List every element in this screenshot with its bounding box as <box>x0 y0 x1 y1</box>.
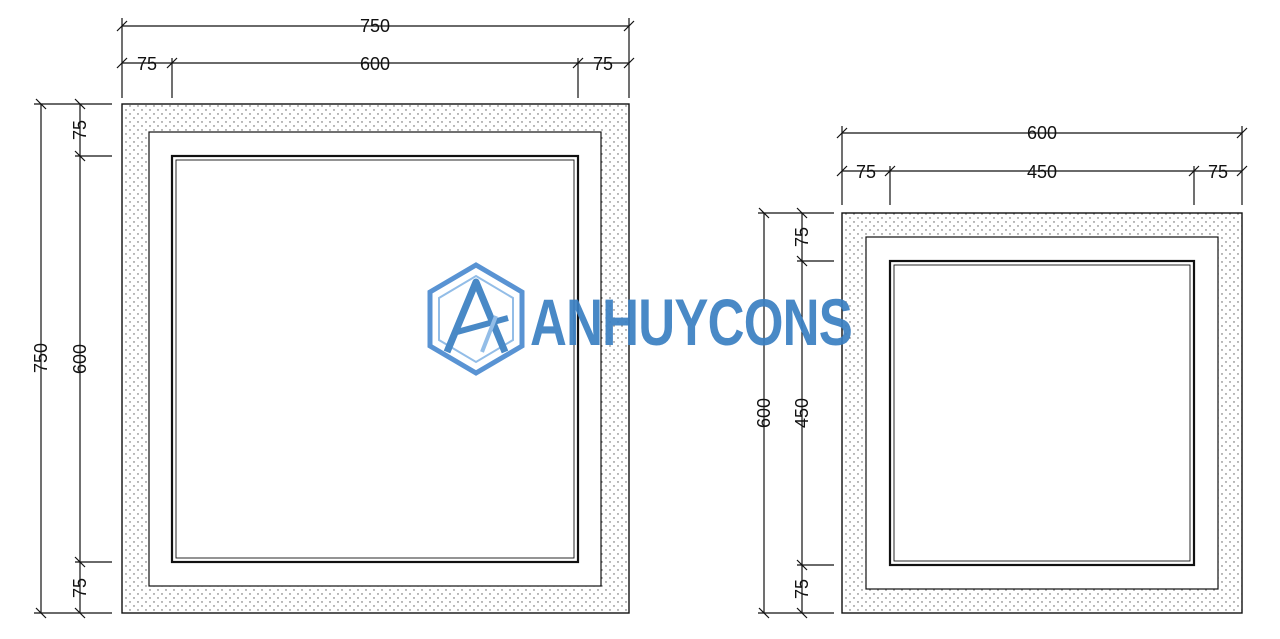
right-dim-top-right: 75 <box>1208 162 1228 182</box>
right-frame <box>841 212 1243 614</box>
watermark-text: ANHUYCONS <box>530 285 852 359</box>
left-dim-side-top: 75 <box>70 120 90 140</box>
anhuycons-watermark: ANHUYCONS <box>427 262 853 376</box>
left-side-dimensions <box>34 98 112 619</box>
left-frame-opening-inner <box>175 159 575 559</box>
left-dim-top-left: 75 <box>137 54 157 74</box>
left-frame-opening <box>170 154 580 564</box>
right-dim-side-total: 600 <box>754 398 774 428</box>
right-dim-side-top: 75 <box>792 227 812 247</box>
right-dim-side-mid: 450 <box>792 398 812 428</box>
right-dim-side-bottom: 75 <box>792 579 812 599</box>
right-frame-opening <box>888 259 1196 567</box>
left-dim-top-total: 750 <box>360 16 390 36</box>
left-top-dimensions <box>116 18 635 98</box>
right-dim-top-left: 75 <box>856 162 876 182</box>
right-frame-opening-inner <box>893 264 1191 562</box>
hexagon-logo-icon <box>427 262 525 376</box>
left-dim-side-mid: 600 <box>70 344 90 374</box>
right-dim-top-mid: 450 <box>1027 162 1057 182</box>
left-dim-side-bottom: 75 <box>70 578 90 598</box>
left-frame <box>121 103 630 614</box>
right-dim-top-total: 600 <box>1027 123 1057 143</box>
left-dim-top-mid: 600 <box>360 54 390 74</box>
left-dim-top-right: 75 <box>593 54 613 74</box>
right-top-dimensions <box>836 126 1248 205</box>
left-dim-side-total: 750 <box>31 343 51 373</box>
right-side-dimensions <box>758 207 834 619</box>
